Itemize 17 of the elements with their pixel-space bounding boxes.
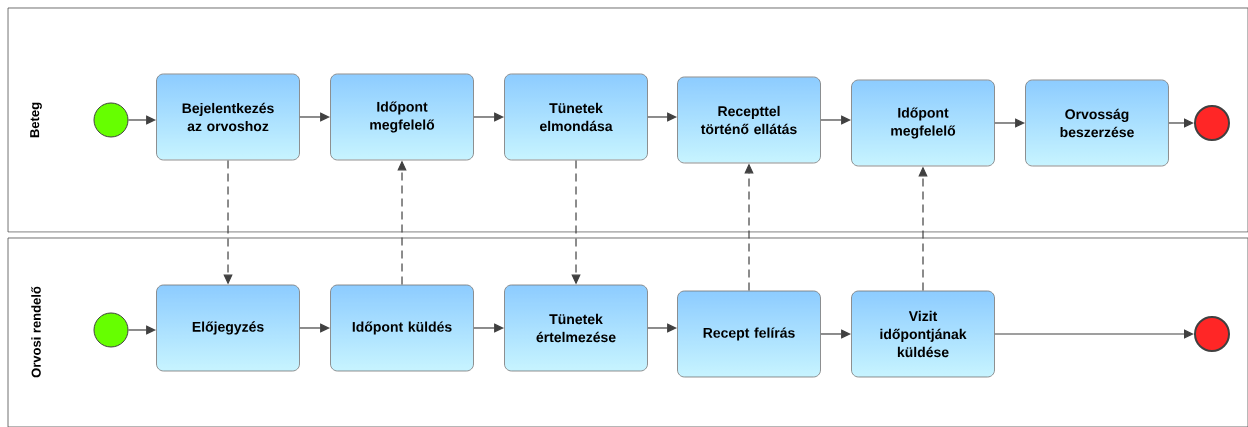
start-event-circle xyxy=(93,312,129,348)
sequence-arrow xyxy=(1168,118,1194,128)
end-event-circle xyxy=(1194,105,1230,141)
task-box: Időpont küldés xyxy=(330,284,474,372)
task-box: Vizit időpontjának küldése xyxy=(851,290,995,378)
task-box: Tünetek értelmezése xyxy=(504,284,648,372)
task-box: Recept felírás xyxy=(677,290,821,378)
start-event-circle xyxy=(93,102,129,138)
task-box: Orvosság beszerzése xyxy=(1025,79,1169,167)
task-box: Időpont megfelelő xyxy=(851,79,995,167)
sequence-arrow xyxy=(994,329,1194,339)
task-box: Recepttel történő ellátás xyxy=(677,76,821,164)
task-box: Időpont megfelelő xyxy=(330,73,474,161)
end-event-circle xyxy=(1194,316,1230,352)
task-box: Tünetek elmondása xyxy=(504,73,648,161)
task-box: Előjegyzés xyxy=(156,284,300,372)
task-box: Bejelentkezés az orvoshoz xyxy=(156,73,300,161)
